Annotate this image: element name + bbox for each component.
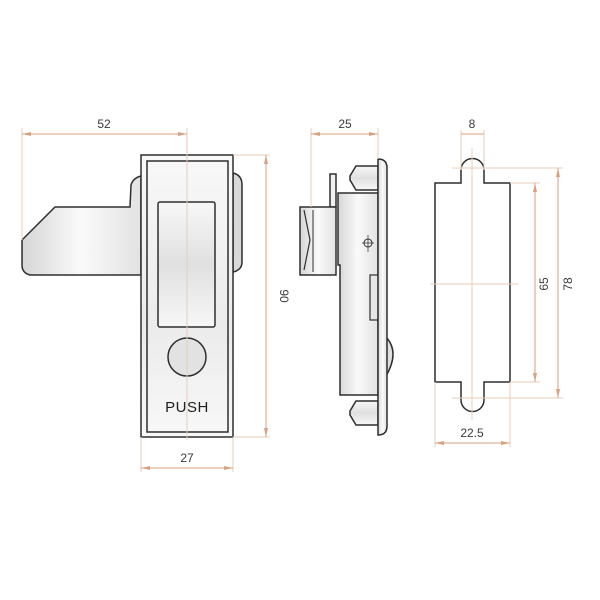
cutout-view: 8 65 78 22.5 [430, 117, 575, 447]
top-pin [349, 165, 379, 191]
side-view: 25 [299, 117, 394, 436]
svg-text:52: 52 [97, 117, 111, 131]
bottom-pin [349, 400, 379, 426]
svg-text:78: 78 [561, 277, 575, 291]
dimension-8: 8 [460, 117, 485, 170]
dimension-22-5: 22.5 [434, 382, 511, 447]
front-view: PUSH 52 27 90 [21, 117, 291, 472]
dimension-27: 27 [140, 437, 234, 472]
latch-post [329, 173, 337, 208]
svg-text:8: 8 [469, 117, 476, 131]
dimension-78: 78 [452, 167, 575, 399]
svg-text:27: 27 [180, 451, 194, 465]
dimension-90: 90 [233, 154, 291, 438]
svg-text:90: 90 [277, 289, 291, 303]
dimension-52: 52 [21, 117, 187, 240]
side-slot [369, 274, 379, 321]
side-flange [377, 158, 388, 436]
svg-text:65: 65 [537, 277, 551, 291]
svg-text:22.5: 22.5 [460, 426, 484, 440]
latch-tongue [21, 175, 142, 276]
right-tab [232, 172, 243, 273]
dimension-25: 25 [310, 117, 379, 207]
dimension-65: 65 [510, 182, 551, 383]
svg-text:25: 25 [338, 117, 352, 131]
